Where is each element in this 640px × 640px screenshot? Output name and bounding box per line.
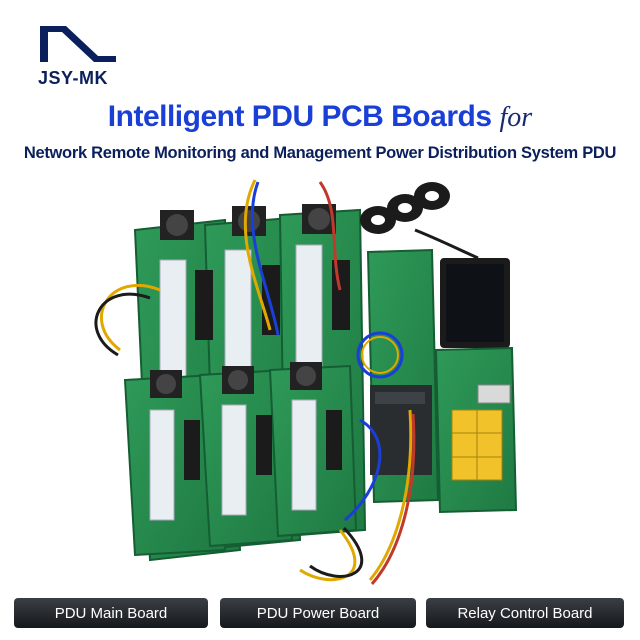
pdu-main-board-bottom — [123, 362, 358, 557]
product-photo — [94, 179, 518, 585]
brand-logo-icon — [40, 26, 116, 62]
pdu-power-board — [356, 248, 440, 504]
title-connector: for — [499, 102, 533, 133]
label-relay-control-board: Relay Control Board — [426, 598, 624, 628]
page-title: Intelligent PDU PCB Boards — [107, 100, 492, 133]
label-pdu-main-board: PDU Main Board — [14, 598, 208, 628]
page-subtitle: Network Remote Monitoring and Management… — [23, 144, 617, 162]
relay-control-board — [434, 258, 518, 514]
current-transformers — [360, 182, 450, 234]
brand-name: JSY-MK — [38, 68, 109, 88]
label-pdu-power-board: PDU Power Board — [220, 598, 416, 628]
wiring — [94, 179, 479, 585]
